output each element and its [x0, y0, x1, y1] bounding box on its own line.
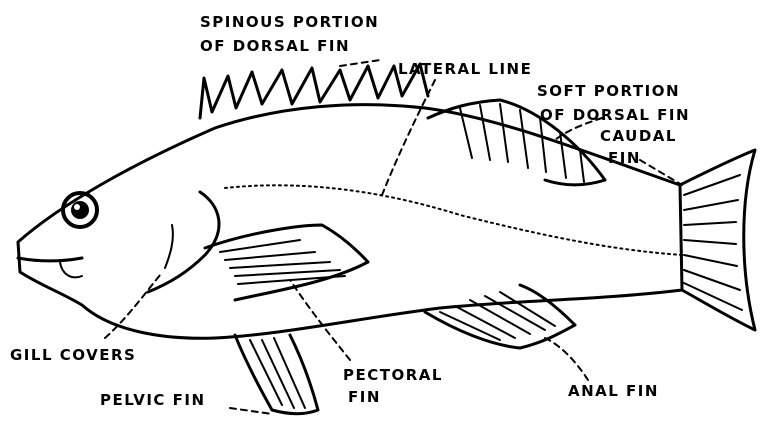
label-pectoral-line1: PECTORAL — [343, 366, 443, 384]
fish-mouth — [18, 258, 82, 261]
label-spinous-line1: SPINOUS PORTION — [200, 13, 379, 31]
pectoral-fin — [205, 225, 368, 300]
leader-gill — [105, 275, 160, 338]
label-lateral-line: LATERAL LINE — [398, 60, 532, 78]
label-caudal-fin: CAUDAL FIN — [600, 127, 677, 167]
caudal-fin-rays — [684, 175, 742, 310]
label-spinous-line2: OF DORSAL FIN — [200, 37, 350, 55]
fish-lower-jaw — [60, 262, 82, 277]
gill-cover-inner — [165, 225, 173, 268]
label-pectoral-fin: PECTORAL FIN — [343, 366, 443, 406]
label-soft-line2: OF DORSAL FIN — [540, 106, 690, 124]
leader-spinous — [340, 60, 380, 66]
fish-body-outline — [18, 105, 682, 339]
pelvic-fin — [235, 335, 318, 414]
label-caudal-line2: FIN — [608, 149, 641, 167]
leader-pelvic — [230, 408, 272, 414]
spinous-dorsal-fin — [200, 64, 428, 118]
label-spinous-dorsal-fin: SPINOUS PORTION OF DORSAL FIN — [200, 13, 379, 55]
label-gill-covers: GILL COVERS — [10, 346, 136, 364]
label-pectoral-line2: FIN — [348, 388, 381, 406]
label-anal-fin: ANAL FIN — [568, 382, 659, 400]
leader-lateral-line — [382, 80, 435, 195]
leader-pectoral — [290, 280, 350, 360]
label-soft-line1: SOFT PORTION — [537, 82, 680, 100]
label-caudal-line1: CAUDAL — [600, 127, 677, 145]
label-pelvic-fin: PELVIC FIN — [100, 391, 206, 409]
lateral-line — [225, 185, 682, 255]
pectoral-fin-rays — [220, 240, 345, 284]
leader-anal — [545, 338, 588, 380]
anal-fin-rays — [440, 292, 555, 340]
label-soft-dorsal-fin: SOFT PORTION OF DORSAL FIN — [537, 82, 690, 124]
